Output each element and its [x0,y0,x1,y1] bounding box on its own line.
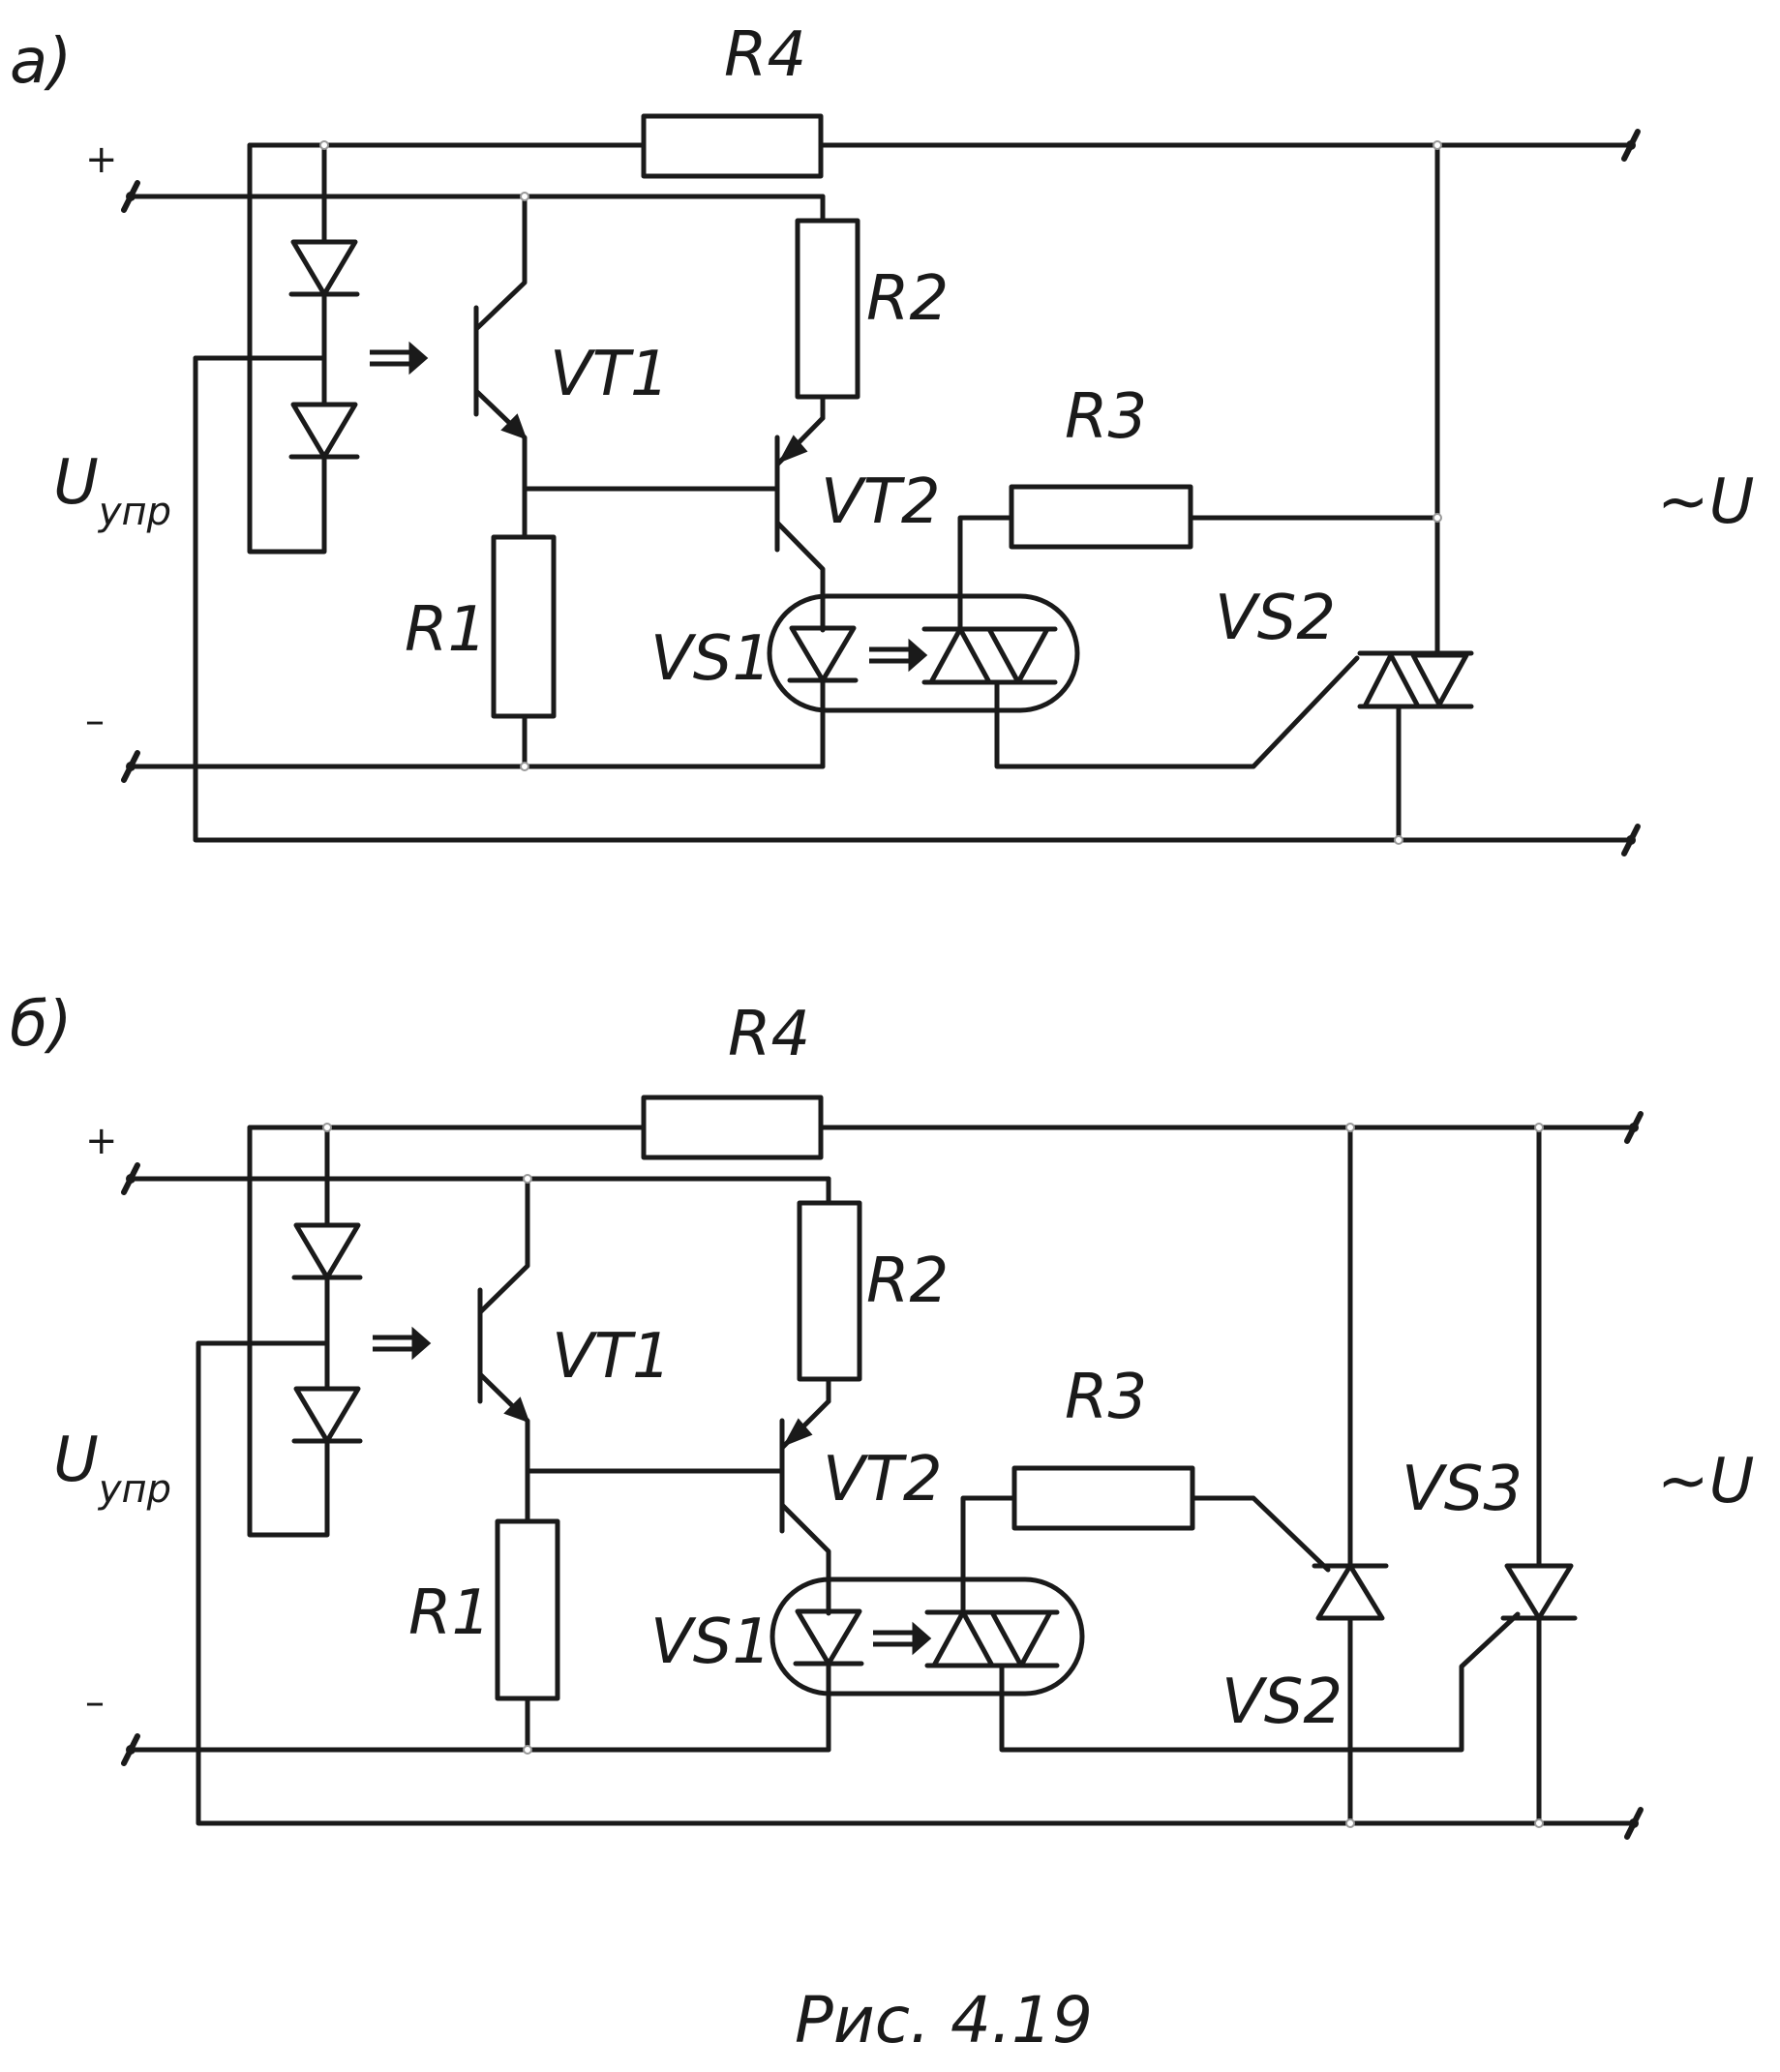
vt2-emitter-arrow [782,1418,813,1447]
resistor-r2 [795,218,860,400]
resistor-r2 [797,1200,862,1382]
terminal-ac-bottom-b [1627,1810,1641,1837]
vs1-led [790,628,856,680]
label-r3: R3 [1065,1362,1147,1433]
wire-r3 [957,515,1440,632]
terminal-plus-b [124,1165,137,1192]
label-vs1: VS1 [650,623,771,695]
label-vs2: VS2 [1215,583,1336,654]
label-vt1: VT1 [552,1321,672,1393]
junctions-b [322,1123,1544,1828]
led-upper [291,242,357,294]
vt2-collector [774,520,826,622]
label-r1: R1 [405,594,487,666]
wire-vs3-gate [999,1611,1521,1753]
wire-vs2-gate [994,655,1360,769]
resistor-r1 [495,1518,560,1701]
terminal-minus-b [124,1736,137,1763]
wire-r3-vs2-gate [960,1495,1331,1615]
resistor-r4 [641,113,824,179]
optocoupler-vs1-body [769,1577,1085,1697]
label-r4: R4 [728,999,810,1070]
label-ac-voltage: ~U [1657,466,1754,538]
thyristor-vs2 [1312,1563,1389,1621]
label-vt1: VT1 [550,339,670,410]
label-vs1: VS1 [650,1607,771,1678]
wire-bottom-rail [193,355,1634,843]
panel-b-letter: б) [10,989,72,1061]
label-u-control: Uупр [53,1425,171,1512]
vs1-led [796,1611,861,1664]
opt-arrow-vs1 [869,642,925,669]
vs1-triac [921,626,1058,685]
vt2-collector [779,1502,831,1605]
terminal-minus-a [124,753,137,780]
vt1-emitter-arrow [500,413,528,440]
label-r2: R2 [866,263,949,335]
label-vs2: VS2 [1222,1667,1343,1738]
label-plus: + [85,1119,118,1163]
figure-caption: Рис. 4.19 [795,1983,1093,2057]
vs1-triac [924,1609,1060,1668]
opt-arrow-vt1 [370,345,426,372]
resistor-r1 [491,534,557,719]
label-ac-voltage: ~U [1657,1446,1754,1517]
terminal-ac-bottom-a [1624,826,1638,854]
led-upper [294,1225,360,1277]
label-r4: R4 [724,19,806,91]
opt-arrow-vs1 [873,1625,929,1652]
resistor-r3 [1011,1465,1195,1531]
label-r2: R2 [866,1246,949,1317]
wire-bottom-rail [196,1340,1637,1826]
thyristor-vs3 [1500,1563,1578,1621]
vt2-emitter-arrow [777,435,808,464]
wire-led-loop [193,142,327,555]
wire-vs2 [1396,142,1440,843]
junctions-a [319,140,1442,845]
terminal-plus-a [124,183,137,210]
led-lower [294,1389,360,1441]
terminal-ac-top-b [1627,1114,1641,1141]
optocoupler-vs1-body [767,593,1080,713]
opt-arrow-vt1 [373,1330,429,1357]
vt1-collector [477,1176,530,1315]
triac-vs2 [1357,650,1474,709]
label-minus: – [85,1680,105,1725]
label-r3: R3 [1065,381,1147,453]
label-r1: R1 [408,1577,491,1649]
resistor-r3 [1009,484,1193,550]
vt1-emitter-arrow [503,1396,530,1424]
terminal-ac-top-a [1624,132,1638,159]
panel-a: a) R4 R2 R3 R1 VT1 VT2 VS1 VS2 Uупр ~U +… [10,19,1754,854]
panel-b: б) R4 R2 R3 R1 VT1 VT2 VS1 VS2 VS3 Uупр … [10,989,1754,1837]
vt1-emitter [477,1371,530,1474]
label-plus: + [85,137,118,182]
label-vt2: VT2 [823,1444,943,1516]
label-u-control: Uупр [53,447,171,534]
vt1-emitter [473,388,528,492]
wire-led-loop [196,1125,330,1538]
led-lower [291,405,357,457]
resistor-r4 [641,1095,824,1160]
label-vs3: VS3 [1402,1454,1523,1525]
label-minus: – [85,699,105,743]
vt1-collector [473,194,528,332]
panel-a-letter: a) [10,26,72,98]
label-vt2: VT2 [821,466,941,538]
